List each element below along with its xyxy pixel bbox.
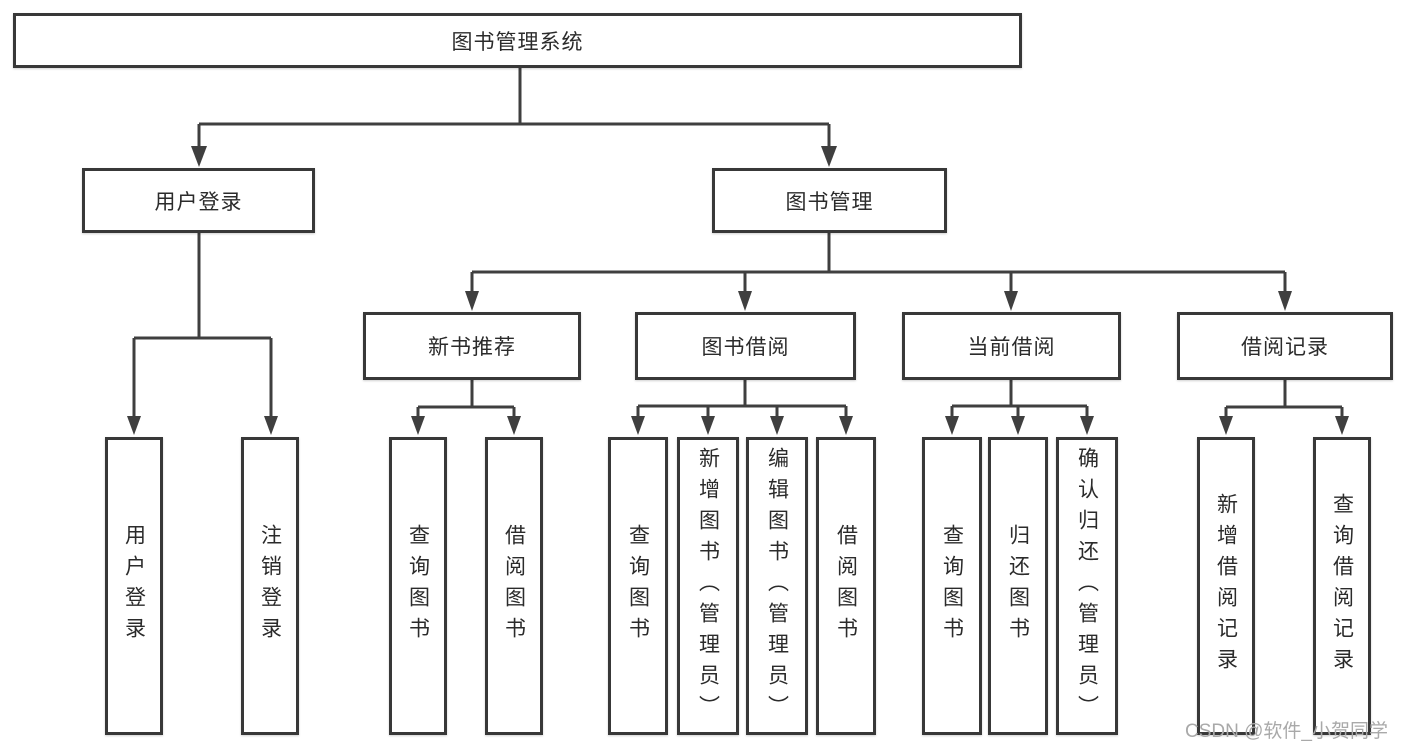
arrowhead [945, 416, 959, 435]
leaf-query-books-borrow: 查询图书 [608, 437, 668, 735]
node-borrowing-records: 借阅记录 [1177, 312, 1393, 380]
leaf-borrow-books: 借阅图书 [816, 437, 876, 735]
node-book-borrowing: 图书借阅 [635, 312, 856, 380]
arrowhead [1278, 291, 1292, 311]
arrowhead [127, 416, 141, 435]
node-root-label: 图书管理系统 [451, 30, 584, 54]
node-book-management-label: 图书管理 [785, 190, 874, 214]
leaf-user-login: 用户登录 [105, 437, 163, 735]
leaf-add-borrow-record: 新增借阅记录 [1197, 437, 1255, 735]
node-current-borrowing-label: 当前借阅 [967, 336, 1056, 359]
leaf-query-books-current: 查询图书 [922, 437, 982, 735]
arrowhead [701, 416, 715, 435]
node-root: 图书管理系统 [13, 13, 1022, 68]
node-book-borrowing-label: 图书借阅 [701, 336, 790, 359]
leaf-query-borrow-record: 查询借阅记录 [1313, 437, 1371, 735]
arrowhead [631, 416, 645, 435]
leaf-edit-book-admin: 编辑图书（管理员） [746, 437, 808, 735]
node-user-login: 用户登录 [82, 168, 315, 233]
arrowhead [1004, 291, 1018, 311]
arrowhead [1219, 416, 1233, 435]
leaf-confirm-return-admin: 确认归还（管理员） [1056, 437, 1118, 735]
node-borrowing-records-label: 借阅记录 [1241, 336, 1329, 359]
leaf-logout: 注销登录 [241, 437, 299, 735]
leaf-return-book: 归还图书 [988, 437, 1048, 735]
arrowhead [821, 146, 837, 167]
arrowhead [770, 416, 784, 435]
leaf-query-books-recommend: 查询图书 [389, 437, 447, 735]
node-user-login-label: 用户登录 [154, 190, 243, 214]
arrowhead [1080, 416, 1094, 435]
arrowhead [507, 416, 521, 435]
arrowhead [465, 291, 479, 311]
arrowhead [1335, 416, 1349, 435]
arrowhead [839, 416, 853, 435]
watermark: CSDN @软件_小贺同学 [1185, 721, 1388, 742]
arrowhead [738, 291, 752, 311]
arrowhead [411, 416, 425, 435]
node-book-management: 图书管理 [712, 168, 947, 233]
arrowhead [1011, 416, 1025, 435]
node-new-book-recommend-label: 新书推荐 [428, 336, 516, 359]
arrowhead [191, 146, 207, 167]
node-new-book-recommend: 新书推荐 [363, 312, 581, 380]
leaf-borrow-books-recommend: 借阅图书 [485, 437, 543, 735]
node-current-borrowing: 当前借阅 [902, 312, 1121, 380]
arrowhead [264, 416, 278, 435]
leaf-add-book-admin: 新增图书（管理员） [677, 437, 739, 735]
